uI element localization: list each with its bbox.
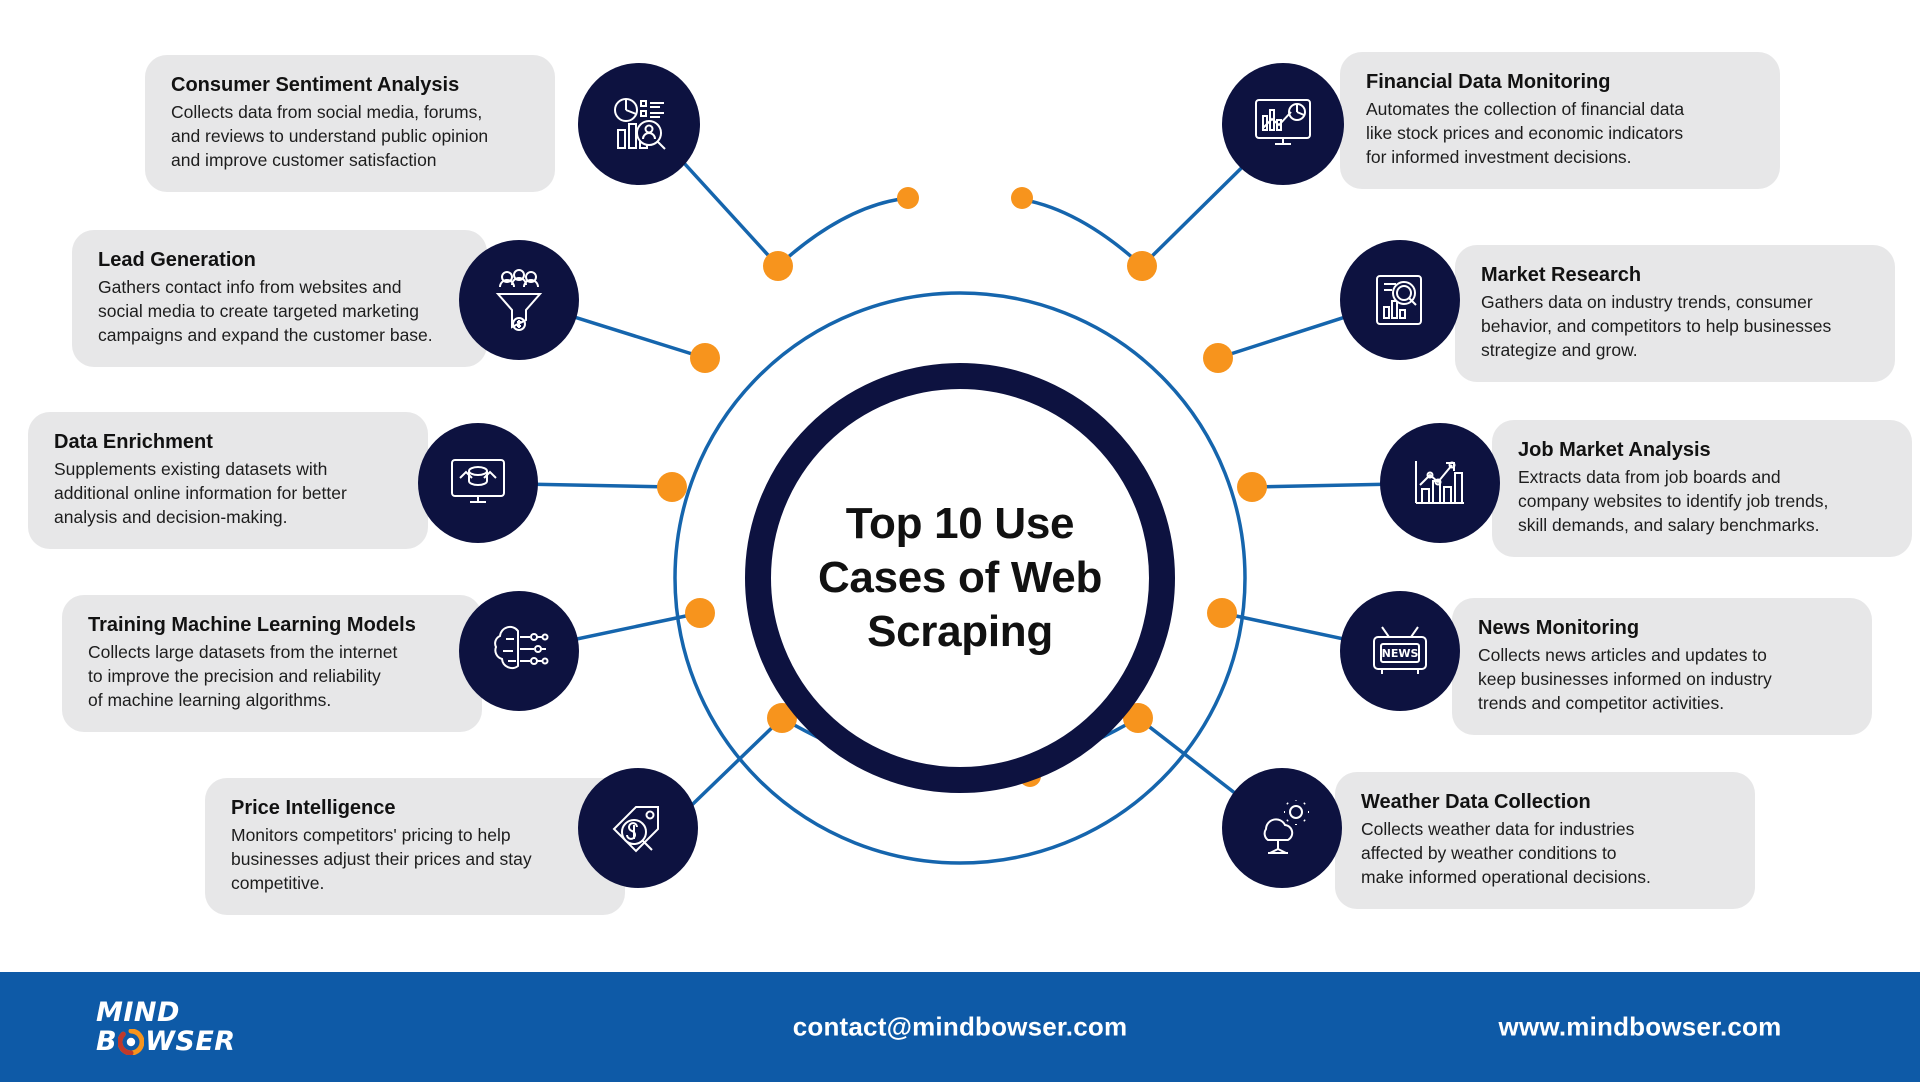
- card-description: Automates the collection of financial da…: [1366, 99, 1685, 167]
- mindbowser-logo[interactable]: MIND B WSER: [96, 997, 236, 1057]
- icon-bubble-news-monitoring[interactable]: NEWS: [1340, 591, 1460, 711]
- monitor-stock-chart-icon: [1255, 99, 1311, 145]
- brain-circuit-icon: [494, 625, 549, 670]
- card-title: Job Market Analysis: [1518, 439, 1711, 461]
- logo-swirl-icon: [117, 1028, 145, 1056]
- card-description: Gathers contact info from websites and s…: [98, 277, 433, 345]
- card-description: Collects large datasets from the interne…: [88, 642, 398, 710]
- icon-bubble-financial-data-monitoring[interactable]: [1222, 63, 1344, 185]
- card-title: News Monitoring: [1478, 617, 1640, 639]
- icon-bubble-job-market-analysis[interactable]: [1380, 423, 1500, 543]
- card-description: Collects data from social media, forums,…: [171, 102, 489, 170]
- card-title: Financial Data Monitoring: [1366, 71, 1611, 93]
- icon-bubble-lead-generation[interactable]: [459, 240, 579, 360]
- card-description: Collects weather data for industries aff…: [1361, 819, 1651, 887]
- logo-line-bowser: B WSER: [96, 1026, 236, 1057]
- icon-bubble-training-machine-learning-models[interactable]: [459, 591, 579, 711]
- icon-bubble-market-research[interactable]: [1340, 240, 1460, 360]
- center-hub: Top 10 Use Cases of Web Scraping: [745, 363, 1175, 793]
- footer-email[interactable]: contact@mindbowser.com: [792, 1011, 1128, 1042]
- card-financial-data-monitoring[interactable]: Financial Data Monitoring Automates the …: [1340, 52, 1780, 190]
- card-title: Market Research: [1481, 264, 1642, 286]
- card-description: Supplements existing datasets with addit…: [54, 459, 347, 527]
- center-title: Top 10 Use Cases of Web Scraping: [817, 499, 1103, 656]
- card-description: Monitors competitors' pricing to help bu…: [231, 825, 532, 893]
- swirl-o-icon: [117, 1028, 145, 1056]
- card-weather-data-collection[interactable]: Weather Data Collection Collects weather…: [1335, 772, 1755, 910]
- icon-bubble-data-enrichment[interactable]: [418, 423, 538, 543]
- card-lead-generation[interactable]: Lead Generation Gathers contact info fro…: [72, 230, 487, 368]
- news-tv-icon: NEWS: [1373, 626, 1427, 674]
- card-title: Price Intelligence: [231, 797, 396, 819]
- card-job-market-analysis[interactable]: Job Market Analysis Extracts data from j…: [1492, 420, 1912, 558]
- card-price-intelligence[interactable]: Price Intelligence Monitors competitors'…: [205, 778, 625, 916]
- card-training-machine-learning-models[interactable]: Training Machine Learning Models Collect…: [62, 595, 482, 733]
- card-description: Extracts data from job boards and compan…: [1518, 467, 1829, 535]
- document-magnifier-chart-icon: [1376, 275, 1422, 325]
- icon-bubble-price-intelligence[interactable]: [578, 768, 698, 888]
- card-data-enrichment[interactable]: Data Enrichment Supplements existing dat…: [28, 412, 428, 550]
- card-title: Lead Generation: [98, 249, 256, 271]
- pie-chart-person-search-icon: [614, 98, 666, 150]
- svg-text:NEWS: NEWS: [1382, 647, 1419, 660]
- card-news-monitoring[interactable]: News Monitoring Collects news articles a…: [1452, 598, 1872, 736]
- growth-bar-chart-icon: [1415, 461, 1464, 504]
- icon-bubble-consumer-sentiment-analysis[interactable]: [578, 63, 700, 185]
- database-monitor-icon: [451, 459, 505, 503]
- logo-letter-b: B: [96, 1026, 118, 1057]
- outer-ring: [673, 291, 1247, 865]
- weather-cloud-sun-icon: [1263, 800, 1309, 854]
- logo-line-mind: MIND: [96, 997, 180, 1028]
- footer-bar: MIND B WSER contact@mindbowser.com www.m…: [0, 972, 1920, 1082]
- lead-funnel-icon: [495, 269, 543, 331]
- card-market-research[interactable]: Market Research Gathers data on industry…: [1455, 245, 1895, 383]
- card-title: Weather Data Collection: [1361, 791, 1591, 813]
- card-title: Training Machine Learning Models: [88, 614, 416, 636]
- card-title: Consumer Sentiment Analysis: [171, 74, 460, 96]
- card-description: Collects news articles and updates to ke…: [1478, 645, 1772, 713]
- logo-letters-wser: WSER: [145, 1026, 236, 1057]
- card-consumer-sentiment-analysis[interactable]: Consumer Sentiment Analysis Collects dat…: [145, 55, 555, 193]
- card-description: Gathers data on industry trends, consume…: [1481, 292, 1832, 360]
- footer-website[interactable]: www.mindbowser.com: [1498, 1011, 1782, 1042]
- price-tag-magnifier-icon: [612, 806, 659, 853]
- ring-nodes: [657, 251, 1267, 733]
- card-title: Data Enrichment: [54, 431, 213, 453]
- icon-bubble-weather-data-collection[interactable]: [1222, 768, 1342, 888]
